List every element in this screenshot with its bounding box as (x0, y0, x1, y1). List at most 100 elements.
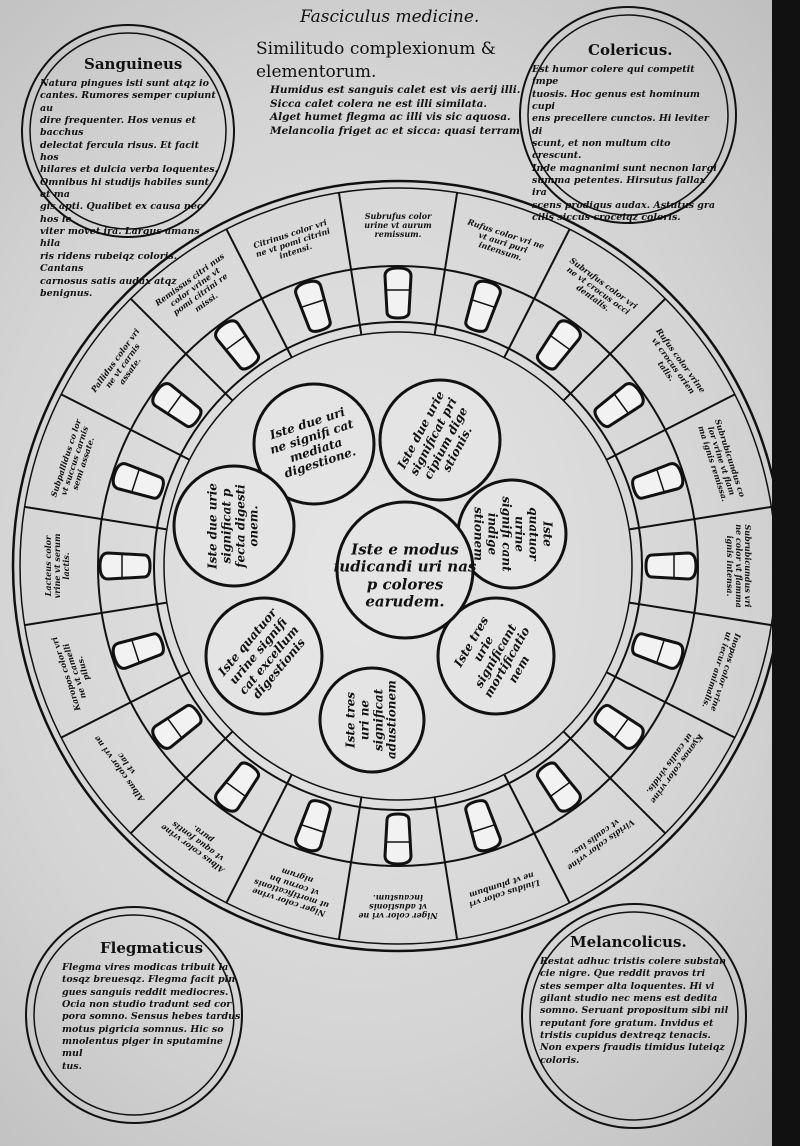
element-verses: Humidus est sanguis calet est vis aerij … (270, 84, 530, 139)
inner-circle-7 (172, 464, 296, 588)
flask-level (656, 640, 665, 662)
sector-divider (433, 796, 459, 940)
flask-body (383, 812, 413, 866)
text-line: Omnibus hi studijs habiles sunt et ma (40, 176, 210, 201)
text-line: cilis siccus croceiqz coloris. (532, 212, 681, 224)
sector-divider (606, 393, 736, 461)
flask-body (294, 279, 332, 333)
flask-level (131, 640, 140, 662)
text-line: stes semper alta loquentes. Hi vi (540, 980, 715, 992)
flegmaticus-roundel-inner (33, 914, 235, 1116)
flask-level (131, 470, 140, 492)
flask-body (593, 382, 645, 429)
inner-circle-1 (252, 382, 376, 506)
sanguineus-roundel-inner (29, 32, 227, 230)
sector-divider (24, 505, 168, 531)
sector-divider (60, 671, 190, 739)
text-line: tuosis. Hoc genus est hominum cupi (532, 88, 700, 113)
urine-flask-icon (644, 551, 698, 581)
urine-flask-icon (214, 761, 261, 813)
text-line: Flegma vires modicas tribuit la (62, 962, 229, 973)
urine-flask-icon (464, 279, 502, 333)
text-line: reputant fore gratum. Invidus et (540, 1017, 714, 1029)
flask-body (535, 761, 582, 813)
flask-body (214, 761, 261, 813)
text-line: Restat adhuc tristis colere substan (540, 956, 727, 967)
ring-label: Subrubicundus vri ne color vt flamma ign… (724, 524, 753, 608)
text-line: gues sanguis reddit mediocres. (62, 986, 229, 998)
text-line: Natura pingues isti sunt atqz io (40, 78, 209, 89)
urine-flask-icon (593, 703, 645, 750)
text-line: scunt, et non multum cito crescunt. (532, 138, 671, 162)
flask-body (464, 279, 502, 333)
urine-flask-icon (151, 382, 203, 429)
flask-band-inner-edge (153, 321, 643, 811)
inner-circle-4 (436, 596, 556, 716)
inner-circle-text: Iste tres uri ne significat adustionem (343, 680, 399, 759)
flask-body (111, 462, 165, 500)
melancolicus-text: Restat adhuc tristis colere substan cie … (540, 956, 736, 1067)
center-text: Iste e modus iudicandi uri nas p colores… (333, 540, 477, 611)
center-circle (335, 500, 475, 640)
flask-body (644, 551, 698, 581)
sector-divider (503, 228, 571, 358)
flask-body (535, 319, 582, 371)
sector-divider (130, 730, 234, 834)
urine-flask-icon (214, 319, 261, 371)
text-line: tus. (62, 1060, 82, 1072)
flask-body (631, 632, 685, 670)
text-line: Est humor colere qui competit impe (532, 64, 695, 88)
flask-body (111, 632, 165, 670)
flask-band-inner-edge-2 (163, 331, 633, 801)
inner-circle-2 (378, 378, 502, 502)
text-line: tosqz breuesqz. Flegma facit pin (62, 974, 236, 986)
text-line: cantes. Rumores semper cupiunt au (40, 90, 216, 114)
flegmaticus-title: Flegmaticus (100, 939, 204, 957)
flegmaticus-roundel (25, 906, 243, 1124)
text-line: tristis cupidus dextreqz tenacis. (540, 1030, 711, 1042)
colericus-title: Colericus. (588, 41, 673, 59)
text-line: hilares et dulcia verba loquentes. (40, 164, 218, 176)
urine-flask-icon (535, 319, 582, 371)
text-line: cie nigre. Que reddit pravos tri (540, 968, 706, 980)
verse-line: Humidus est sanguis calet est vis aerij … (270, 84, 521, 96)
flask-body (383, 266, 413, 320)
sector-divider (562, 298, 666, 402)
urine-flask-icon (631, 632, 685, 670)
melancolicus-roundel-inner (529, 911, 739, 1121)
text-line: scens prodigus audax. Astutus gra (532, 199, 716, 211)
flask-level (226, 782, 246, 797)
flask-body (593, 703, 645, 750)
urine-flask-icon (151, 703, 203, 750)
flask-level (614, 394, 629, 414)
page-title: Fasciculus medicine. (300, 7, 480, 27)
verse-line: Alget humet flegma ac illi vis sic aquos… (270, 111, 511, 124)
sector-divider (24, 601, 168, 627)
page-subtitle: Similitudo complexionum & elementorum. (256, 39, 496, 82)
flask-body (151, 382, 203, 429)
inner-circle-text: Iste quatuor urine signifi cant indige s… (471, 496, 555, 572)
urine-flask-icon (535, 761, 582, 813)
sector-divider (433, 192, 459, 336)
melancolicus-roundel (521, 903, 747, 1129)
sector-divider (337, 192, 363, 336)
sanguineus-text: Natura pingues isti sunt atqz io cantes.… (40, 78, 220, 300)
flask-body (631, 462, 685, 500)
text-line: Inde magnanimi sunt necnon largi (532, 162, 717, 174)
text-line: Non expers fraudis timidus luteiqz color… (540, 1042, 725, 1066)
flask-level (167, 718, 182, 738)
text-line: carnosus satis audax atqz benignus. (40, 275, 177, 299)
sector-divider (628, 601, 772, 627)
sector-divider (225, 228, 293, 358)
inner-circle-text: Iste due urie significat p fecta digesti… (205, 483, 261, 569)
text-line: ris ridens rubeiqz coloris. Cantans (40, 250, 178, 275)
urine-flask-icon (631, 462, 685, 500)
text-line: Ocia non studio tradunt sed cor (62, 999, 232, 1011)
urine-flask-icon (464, 799, 502, 853)
sector-divider (628, 505, 772, 531)
label-band-inner-edge (97, 265, 699, 867)
urine-flask-icon (593, 382, 645, 429)
text-line: pora somno. Sensus hebes tardus (62, 1011, 241, 1023)
flask-body (294, 799, 332, 853)
